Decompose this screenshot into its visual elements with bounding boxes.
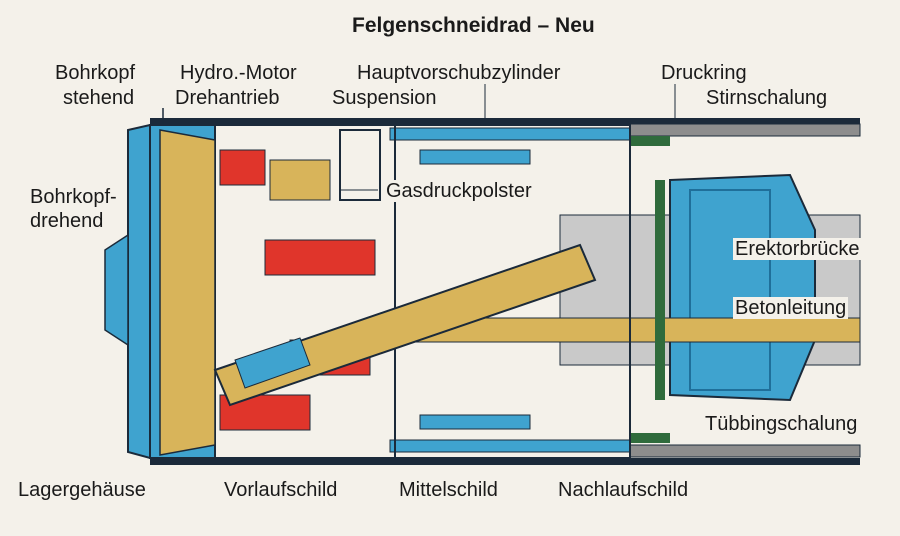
label-druckring: Druckring: [659, 62, 749, 84]
label-mittelschild: Mittelschild: [397, 479, 500, 501]
stirnschalung-band: [629, 123, 861, 137]
label-erektorbruecke: Erektorbrücke: [733, 238, 862, 260]
hydro-motor-top: [219, 149, 266, 186]
label-bohrkopf-stehend-2: stehend: [61, 87, 137, 109]
label-gasdruckpolster: Gasdruckpolster: [384, 180, 534, 202]
label-bohrkopf-stehend-1: Bohrkopf: [53, 62, 138, 84]
main-thrust-cylinder-bottom: [389, 439, 631, 453]
gas-chamber: [339, 129, 381, 201]
cutter-teeth: [104, 233, 129, 347]
erector-frame: [689, 189, 771, 391]
page-title: Felgenschneidrad – Neu: [352, 14, 595, 37]
screw-flights: [234, 337, 311, 389]
label-betonleitung: Betonleitung: [733, 297, 849, 319]
label-drehantrieb: Drehantrieb: [173, 87, 282, 109]
label-tuebbingschalung: Tübbingschalung: [703, 413, 860, 435]
ring-support: [655, 180, 665, 400]
thrust-cylinder-top-2: [419, 149, 531, 165]
druckring-green-top: [630, 136, 670, 146]
pump-unit: [264, 239, 376, 276]
cutterhead-cone: [159, 129, 216, 456]
label-hydro-motor: Hydro.-Motor: [178, 62, 299, 84]
thrust-cylinder-bottom-2: [419, 414, 531, 430]
main-thrust-cylinder-top: [389, 127, 631, 141]
erector-bridge: [669, 173, 816, 402]
shield-top-outline: [150, 118, 860, 125]
cutterhead-rotating: [127, 123, 151, 460]
label-hauptvorschubzylinder: Hauptvorschubzylinder: [355, 62, 563, 84]
label-stirnschalung: Stirnschalung: [704, 87, 830, 109]
label-suspension: Suspension: [330, 87, 439, 109]
druckring-green-bottom: [630, 433, 670, 443]
label-nachlaufschild: Nachlaufschild: [556, 479, 691, 501]
gas-pressure-cushion: [269, 159, 331, 201]
label-bohrkopf-drehend-2: drehend: [28, 210, 106, 232]
label-bohrkopf-drehend-1: Bohrkopf-: [28, 186, 119, 208]
tuebbing-band: [629, 444, 861, 458]
mittelschild-frame: [394, 124, 631, 459]
label-vorlaufschild: Vorlaufschild: [222, 479, 340, 501]
shield-bottom-outline: [150, 458, 860, 465]
label-lagergehaeuse: Lagergehäuse: [16, 479, 148, 501]
